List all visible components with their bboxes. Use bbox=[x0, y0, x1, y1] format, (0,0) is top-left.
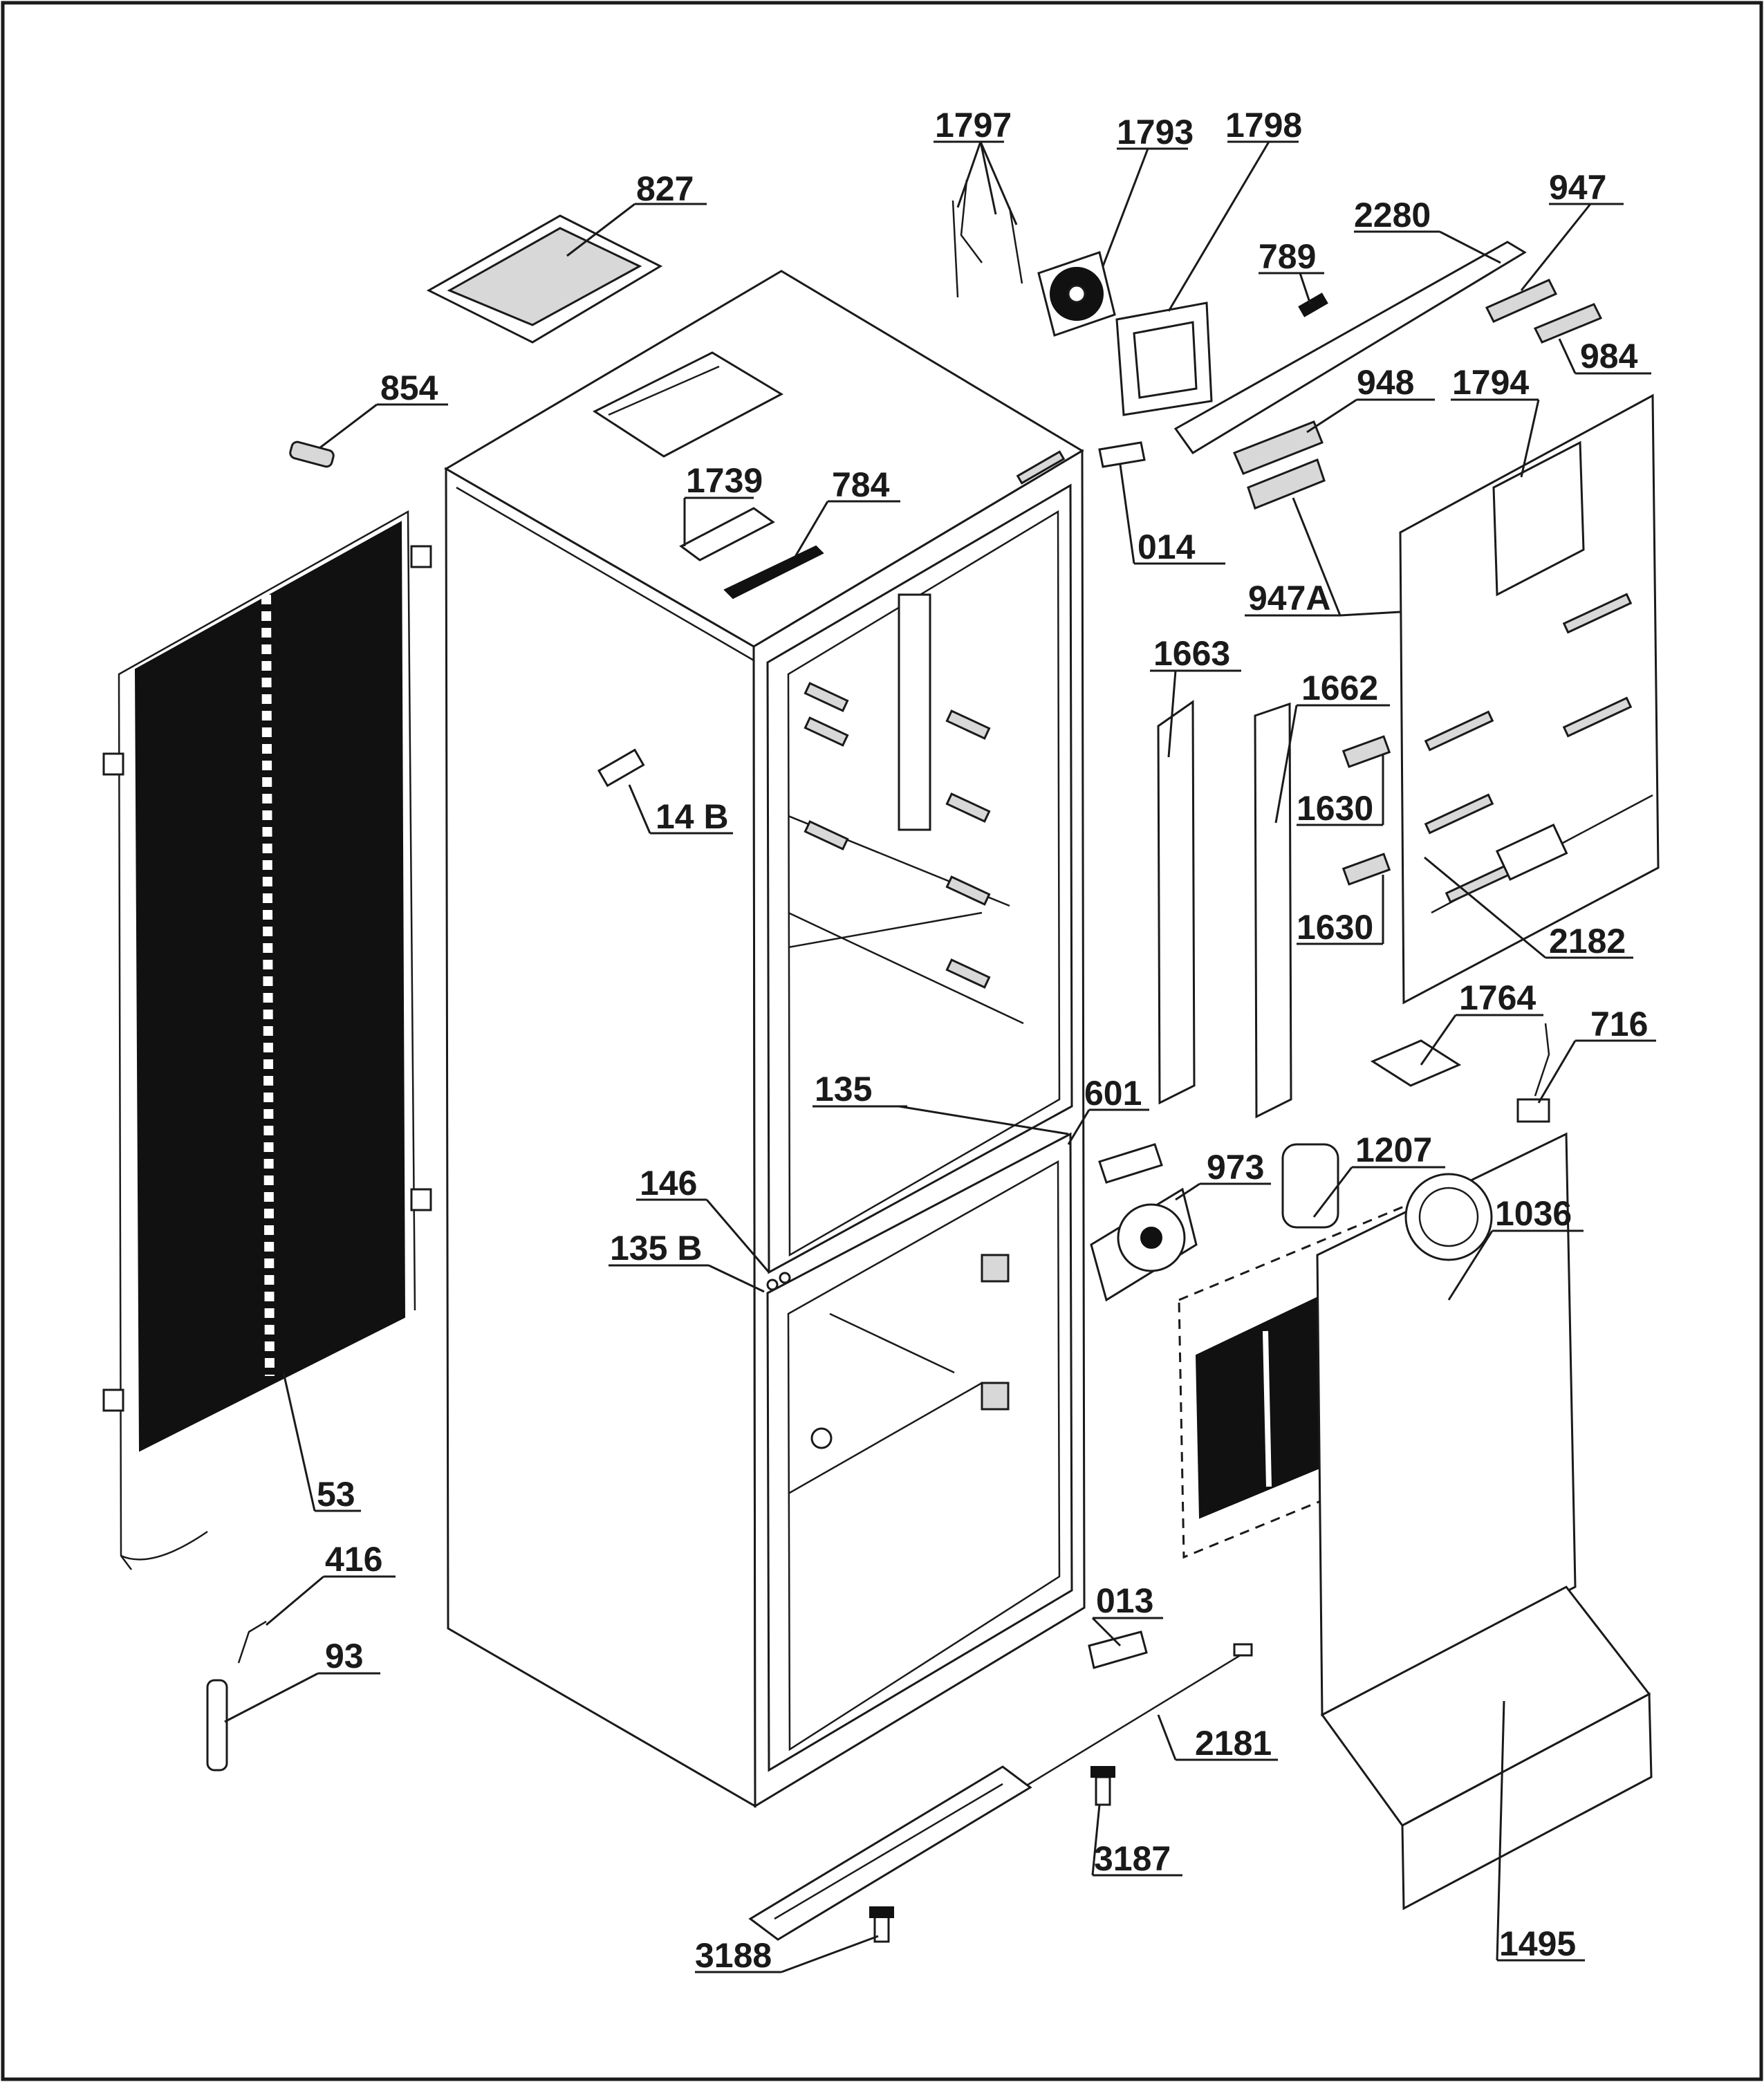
part-947-pad bbox=[1485, 279, 1558, 323]
part-1764 bbox=[1370, 1039, 1462, 1087]
label-93: 93 bbox=[325, 1637, 364, 1675]
label-1495: 1495 bbox=[1499, 1924, 1576, 1963]
label-014: 014 bbox=[1138, 528, 1196, 566]
label-2181: 2181 bbox=[1195, 1724, 1272, 1763]
part-854 bbox=[289, 440, 335, 468]
label-1797: 1797 bbox=[935, 106, 1012, 145]
part-014 bbox=[1098, 441, 1146, 468]
label-3188: 3188 bbox=[695, 1936, 772, 1975]
label-53: 53 bbox=[317, 1475, 355, 1514]
cabinet-body bbox=[444, 270, 1086, 1808]
label-14B: 14 B bbox=[656, 797, 729, 836]
label-2280: 2280 bbox=[1354, 196, 1431, 234]
part-1793 bbox=[1037, 251, 1116, 337]
leader-lines bbox=[224, 140, 1656, 1973]
label-013: 013 bbox=[1096, 1581, 1153, 1620]
label-601: 601 bbox=[1084, 1074, 1142, 1113]
part-2182-panel bbox=[1399, 393, 1660, 1005]
label-416: 416 bbox=[325, 1540, 382, 1579]
label-784: 784 bbox=[832, 465, 890, 504]
part-601 bbox=[1098, 1143, 1163, 1184]
part-1797 bbox=[951, 179, 1023, 298]
label-947A: 947A bbox=[1248, 579, 1331, 617]
label-1662: 1662 bbox=[1301, 669, 1378, 707]
part-3188 bbox=[869, 1906, 894, 1943]
part-416 bbox=[237, 1620, 267, 1664]
label-135: 135 bbox=[815, 1070, 872, 1108]
label-827: 827 bbox=[636, 169, 694, 208]
label-789: 789 bbox=[1259, 237, 1316, 276]
label-947: 947 bbox=[1549, 168, 1606, 207]
label-135B: 135 B bbox=[610, 1229, 702, 1267]
label-1630-lower: 1630 bbox=[1297, 908, 1373, 947]
label-973: 973 bbox=[1207, 1148, 1264, 1187]
part-1662 bbox=[1254, 702, 1292, 1119]
label-984: 984 bbox=[1580, 337, 1638, 375]
part-013 bbox=[1088, 1630, 1148, 1669]
part-3187 bbox=[1090, 1766, 1115, 1806]
part-948 bbox=[1233, 420, 1324, 475]
label-1663: 1663 bbox=[1153, 634, 1230, 673]
part-1207 bbox=[1281, 1143, 1339, 1229]
label-1630-upper: 1630 bbox=[1297, 789, 1373, 828]
part-973 bbox=[1090, 1187, 1198, 1302]
label-1798: 1798 bbox=[1225, 106, 1302, 145]
label-1764: 1764 bbox=[1459, 978, 1536, 1017]
part-789 bbox=[1298, 292, 1328, 317]
label-854: 854 bbox=[380, 369, 438, 407]
label-1739: 1739 bbox=[686, 461, 763, 500]
part-2280 bbox=[1173, 241, 1527, 455]
part-1630-upper bbox=[1341, 735, 1391, 768]
label-3187: 3187 bbox=[1094, 1839, 1171, 1878]
part-2181 bbox=[1023, 1651, 1245, 1789]
label-1794: 1794 bbox=[1452, 363, 1529, 402]
part-1630-lower bbox=[1341, 853, 1391, 886]
part-1663 bbox=[1157, 700, 1196, 1105]
part-947A-pad bbox=[1247, 458, 1326, 510]
part-1495 bbox=[1316, 1132, 1653, 1911]
label-2182: 2182 bbox=[1549, 922, 1626, 960]
part-93 bbox=[206, 1679, 228, 1772]
label-716: 716 bbox=[1590, 1005, 1648, 1043]
condenser-53 bbox=[102, 510, 432, 1570]
part-716 bbox=[1516, 1023, 1550, 1123]
label-146: 146 bbox=[640, 1164, 697, 1202]
label-1207: 1207 bbox=[1355, 1131, 1432, 1169]
label-1793: 1793 bbox=[1117, 113, 1194, 151]
label-1036: 1036 bbox=[1495, 1194, 1572, 1233]
label-948: 948 bbox=[1357, 363, 1414, 402]
part-984 bbox=[1533, 303, 1603, 344]
